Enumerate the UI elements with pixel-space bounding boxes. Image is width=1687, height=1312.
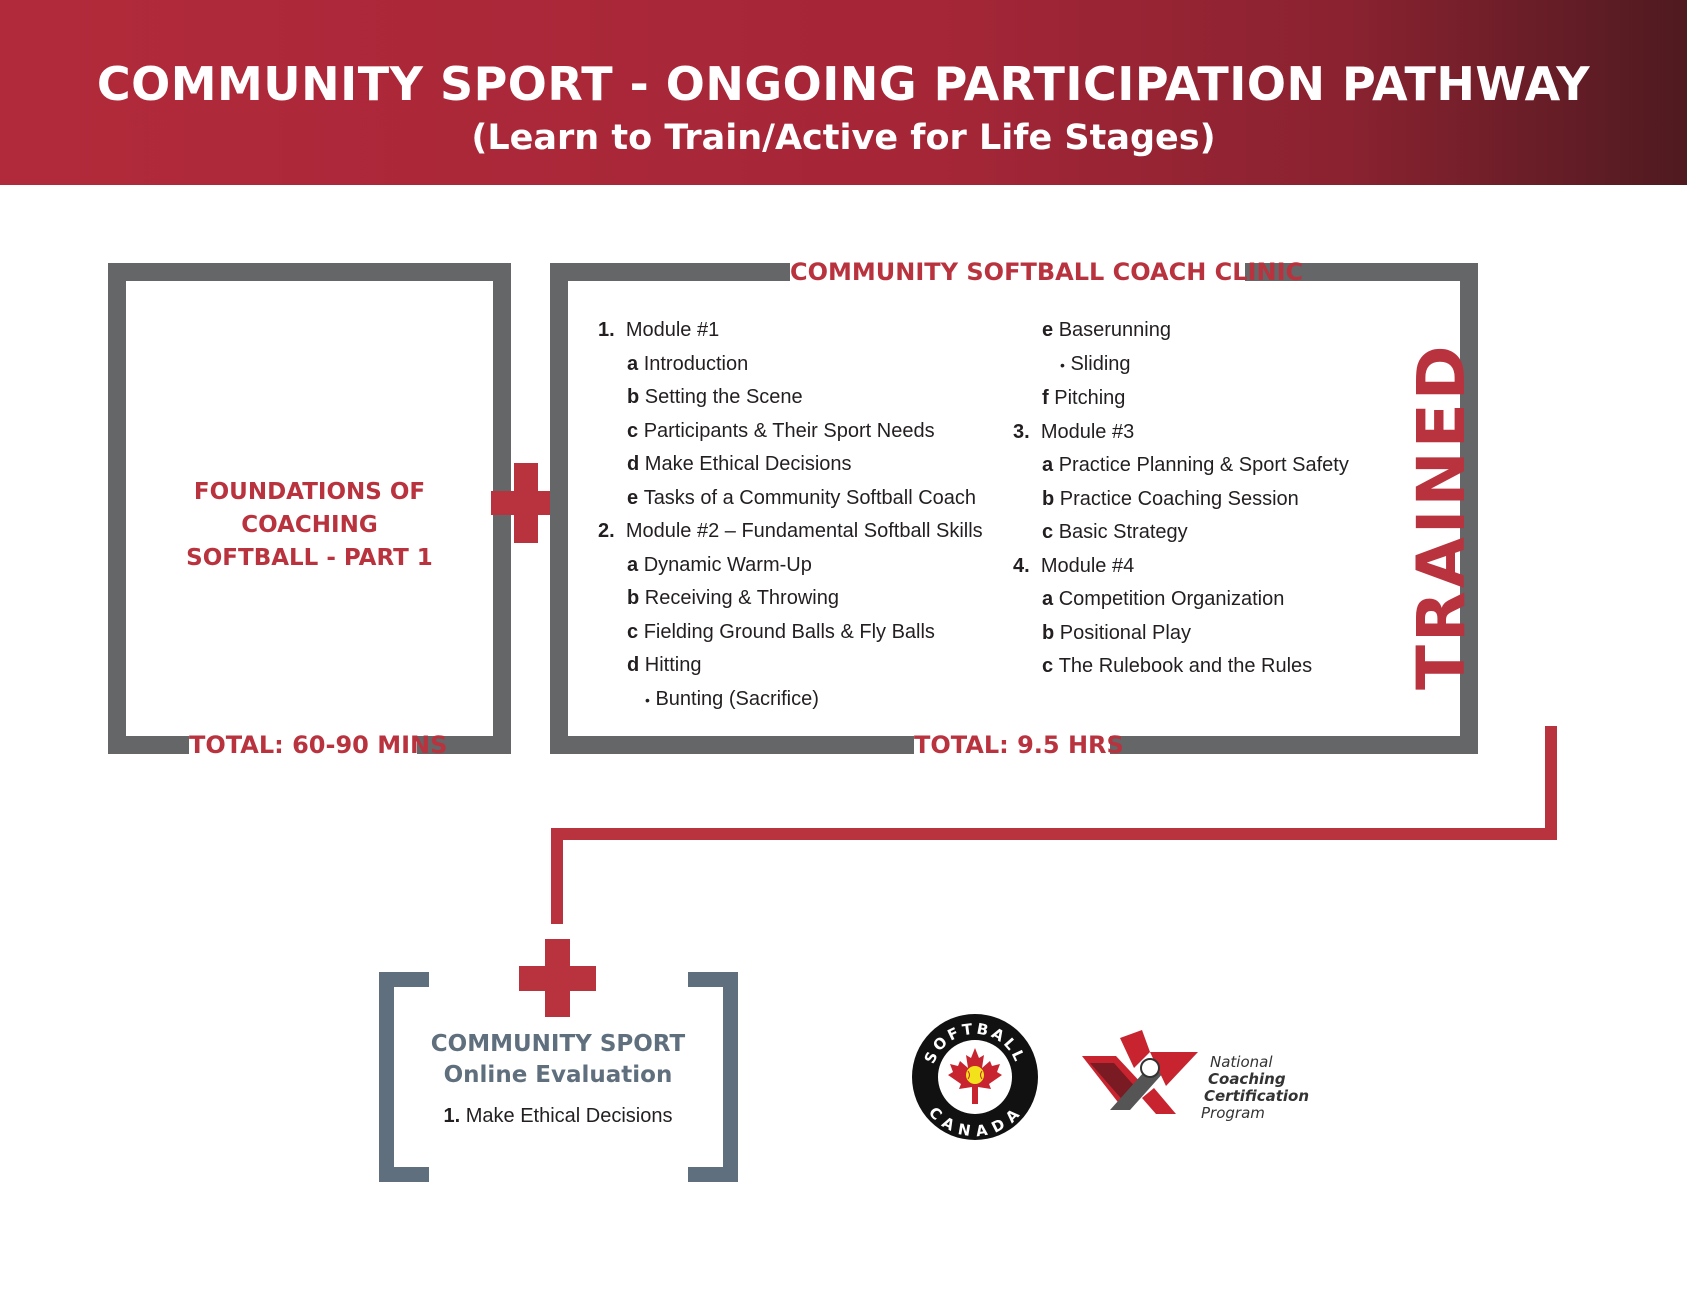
- bullet-icon: •: [645, 691, 650, 708]
- list-item-text: Module #2 – Fundamental Softball Skills: [625, 520, 983, 542]
- list-marker: 2.: [598, 520, 615, 542]
- list-marker: e: [627, 486, 639, 509]
- nccp-text-national: National: [1210, 1053, 1273, 1071]
- clinic-list-item: 2. Module #2 – Fundamental Softball Skil…: [598, 515, 983, 549]
- page-subtitle: (Learn to Train/Active for Life Stages): [471, 118, 1216, 158]
- maple-leaf-icon: [948, 1048, 1002, 1104]
- list-marker: c: [1042, 521, 1054, 543]
- evaluation-item-text: Make Ethical Decisions: [465, 1105, 673, 1127]
- list-item-text: Practice Planning & Sport Safety: [1058, 454, 1349, 476]
- clinic-list-item: b Positional Play: [1013, 617, 1349, 651]
- list-marker: d: [627, 654, 640, 676]
- list-item-text: Hitting: [644, 654, 702, 676]
- list-marker: a: [1042, 454, 1054, 476]
- clinic-list-item: d Hitting: [598, 649, 983, 683]
- evaluation-item: 1. Make Ethical Decisions: [400, 1105, 716, 1128]
- clinic-list-item: 3. Module #3: [1013, 416, 1349, 450]
- list-marker: c: [627, 620, 639, 643]
- list-marker: 3.: [1013, 420, 1030, 443]
- list-item-text: Positional Play: [1059, 621, 1191, 644]
- list-item-text: Module #4: [1040, 554, 1135, 577]
- trained-label: TRAINED: [1403, 342, 1480, 690]
- foundations-title: FOUNDATIONS OF COACHING SOFTBALL - PART …: [126, 476, 493, 575]
- list-item-text: Receiving & Throwing: [644, 587, 839, 609]
- list-item-text: Introduction: [643, 352, 749, 375]
- foundations-title-line1: FOUNDATIONS OF COACHING: [193, 479, 426, 538]
- clinic-list-item: a Practice Planning & Sport Safety: [1013, 449, 1349, 483]
- list-marker: d: [627, 453, 640, 475]
- list-item-text: Module #1: [625, 319, 720, 341]
- clinic-list-item: a Dynamic Warm-Up: [598, 549, 983, 583]
- clinic-list-item: 4. Module #4: [1013, 550, 1349, 584]
- list-item-text: Bunting (Sacrifice): [655, 687, 819, 710]
- page-title: COMMUNITY SPORT - ONGOING PARTICIPATION …: [96, 57, 1591, 111]
- clinic-list-item: d Make Ethical Decisions: [598, 448, 983, 482]
- evaluation-item-number: 1.: [443, 1105, 461, 1127]
- list-marker: b: [1042, 621, 1055, 644]
- list-marker: a: [627, 553, 639, 576]
- clinic-list-item: e Tasks of a Community Softball Coach: [598, 482, 983, 516]
- clinic-list-item: f Pitching: [1013, 382, 1349, 416]
- list-item-text: Participants & Their Sport Needs: [643, 419, 935, 442]
- clinic-list-item: a Introduction: [598, 348, 983, 382]
- softball-canada-logo: SOFTBALL CANADA: [912, 1014, 1038, 1140]
- list-item-text: The Rulebook and the Rules: [1058, 655, 1313, 677]
- clinic-list-item: b Setting the Scene: [598, 381, 983, 415]
- list-item-text: Make Ethical Decisions: [644, 453, 852, 475]
- clinic-list-item: e Baserunning: [1013, 314, 1349, 348]
- clinic-list-item: b Practice Coaching Session: [1013, 483, 1349, 517]
- list-item-text: Fielding Ground Balls & Fly Balls: [643, 620, 935, 643]
- nccp-logo: National Coaching Certification Program: [1082, 1030, 1309, 1122]
- list-marker: f: [1042, 387, 1049, 409]
- list-item-text: Sliding: [1070, 352, 1131, 375]
- list-marker: c: [1042, 655, 1054, 677]
- list-item-text: Competition Organization: [1058, 588, 1285, 610]
- clinic-list-item: a Competition Organization: [1013, 583, 1349, 617]
- clinic-list-item: c Basic Strategy: [1013, 516, 1349, 550]
- list-item-text: Pitching: [1054, 387, 1126, 409]
- list-item-text: Module #3: [1040, 420, 1135, 443]
- clinic-list-item: • Bunting (Sacrifice): [598, 683, 983, 718]
- list-marker: 1.: [598, 319, 615, 341]
- clinic-list-item: c The Rulebook and the Rules: [1013, 650, 1349, 684]
- clinic-title: COMMUNITY SOFTBALL COACH CLINIC: [790, 257, 1304, 287]
- evaluation-title-line1: COMMUNITY SPORT: [430, 1031, 686, 1057]
- foundations-total: TOTAL: 60-90 MINS: [189, 730, 448, 760]
- list-marker: b: [627, 587, 640, 609]
- bullet-icon: •: [1060, 356, 1065, 373]
- list-marker: b: [627, 386, 640, 408]
- clinic-list-item: c Fielding Ground Balls & Fly Balls: [598, 616, 983, 650]
- nccp-text-program: Program: [1201, 1104, 1265, 1122]
- evaluation-title-line2: Online Evaluation: [443, 1062, 673, 1088]
- nccp-text-certification: Certification: [1204, 1087, 1309, 1105]
- list-marker: c: [627, 419, 639, 442]
- list-marker: a: [627, 352, 639, 375]
- foundations-title-line2: SOFTBALL - PART 1: [186, 545, 433, 571]
- header-banner: COMMUNITY SPORT - ONGOING PARTICIPATION …: [0, 0, 1687, 185]
- list-marker: b: [1042, 487, 1055, 510]
- list-marker: 4.: [1013, 554, 1030, 577]
- clinic-list-item: 1. Module #1: [598, 314, 983, 348]
- clinic-list-item: c Participants & Their Sport Needs: [598, 415, 983, 449]
- list-item-text: Practice Coaching Session: [1059, 487, 1299, 510]
- clinic-total: TOTAL: 9.5 HRS: [914, 730, 1124, 760]
- clinic-list-item: • Sliding: [1013, 348, 1349, 383]
- nccp-mark-icon: [1082, 1030, 1198, 1114]
- list-item-text: Tasks of a Community Softball Coach: [643, 486, 977, 509]
- list-marker: e: [1042, 319, 1054, 341]
- list-item-text: Setting the Scene: [644, 386, 803, 408]
- clinic-list-item: b Receiving & Throwing: [598, 582, 983, 616]
- list-item-text: Baserunning: [1058, 319, 1171, 341]
- list-item-text: Basic Strategy: [1058, 521, 1188, 543]
- list-marker: a: [1042, 588, 1054, 610]
- nccp-text-coaching: Coaching: [1208, 1070, 1286, 1088]
- list-item-text: Dynamic Warm-Up: [643, 553, 812, 576]
